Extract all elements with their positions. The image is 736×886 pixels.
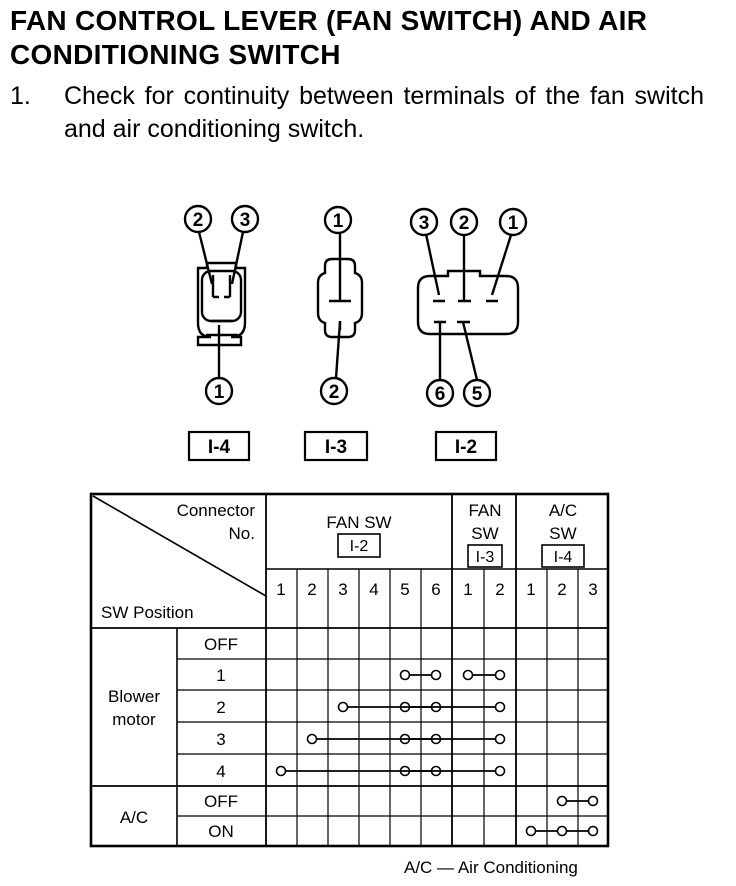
continuity-terminal-mark [462, 669, 474, 681]
page-title: FAN CONTROL LEVER (FAN SWITCH) AND AIR C… [10, 5, 648, 70]
connector-i4-body [196, 261, 247, 347]
group-ac-sw-name: A/C [549, 501, 577, 520]
pin-labels-i4 [183, 204, 260, 406]
pin-number: 6 [435, 384, 446, 405]
pin-number: 1 [508, 213, 519, 234]
pin-number: 2 [193, 210, 204, 231]
continuity-terminal-mark [494, 765, 506, 777]
step-text: Check for continuity between terminals o… [64, 82, 704, 143]
terminal-number: 2 [495, 580, 504, 599]
connector-diagrams: 2 3 1 1 2 3 2 1 6 5 I-4 I-3 I-2 [183, 204, 528, 462]
terminal-number: 6 [431, 580, 440, 599]
sw-position-label: OFF [204, 792, 238, 811]
pin-number: 3 [419, 213, 430, 234]
connector-label-i3: I-3 [325, 437, 347, 458]
footnote: A/C — Air Conditioning [404, 858, 578, 877]
terminal-number: 4 [369, 580, 378, 599]
connector-label-i4: I-4 [208, 437, 231, 458]
continuity-terminal-mark [275, 765, 287, 777]
sw-position-label: OFF [204, 635, 238, 654]
continuity-terminal-mark [399, 669, 411, 681]
continuity-terminal-mark [306, 733, 318, 745]
group-connector-label: I-4 [554, 549, 573, 566]
group-connector-label: I-2 [350, 538, 369, 555]
continuity-terminal-mark [587, 825, 599, 837]
pin-labels-i2 [409, 207, 528, 408]
terminal-number: 2 [557, 580, 566, 599]
row-group-label-blower: motor [112, 710, 156, 729]
connector-i3-body [316, 257, 364, 339]
sw-position-label: 2 [216, 698, 225, 717]
continuity-terminal-mark [556, 825, 568, 837]
group-fan-sw2-name: SW [471, 524, 498, 543]
continuity-terminal-mark [587, 795, 599, 807]
connector-label-i2: I-2 [455, 437, 477, 458]
corner-label-sw-position: SW Position [101, 603, 194, 622]
corner-label-connector: Connector [177, 501, 256, 520]
pin-number: 1 [333, 211, 344, 232]
terminal-number: 1 [526, 580, 535, 599]
row-group-label-blower: Blower [108, 687, 160, 706]
pin-labels-i3 [319, 205, 353, 406]
row-group-label-ac: A/C [120, 808, 148, 827]
corner-label-no: No. [229, 524, 255, 543]
pin-number: 1 [214, 382, 225, 403]
pin-number: 2 [459, 213, 470, 234]
group-fan-sw-name: FAN SW [326, 513, 391, 532]
pin-number: 5 [472, 384, 483, 405]
step-number: 1. [10, 82, 31, 110]
terminal-number: 3 [338, 580, 347, 599]
pin-number: 3 [240, 210, 251, 231]
continuity-terminal-mark [494, 669, 506, 681]
continuity-terminal-mark [494, 733, 506, 745]
sw-position-label: 4 [216, 762, 225, 781]
sw-position-label: ON [208, 822, 234, 841]
terminal-number: 3 [588, 580, 597, 599]
connector-i2-body [416, 269, 520, 336]
group-fan-sw2-name: FAN [468, 501, 501, 520]
terminal-number: 1 [463, 580, 472, 599]
pin-number: 2 [329, 382, 340, 403]
sw-position-label: 1 [216, 666, 225, 685]
group-connector-label: I-3 [476, 549, 495, 566]
continuity-terminal-mark [556, 795, 568, 807]
sw-position-label: 3 [216, 730, 225, 749]
group-ac-sw-name: SW [549, 524, 576, 543]
continuity-terminal-mark [494, 701, 506, 713]
terminal-number: 1 [276, 580, 285, 599]
continuity-terminal-mark [430, 669, 442, 681]
terminal-number: 2 [307, 580, 316, 599]
continuity-terminal-mark [337, 701, 349, 713]
terminal-number: 5 [400, 580, 409, 599]
continuity-terminal-mark [525, 825, 537, 837]
